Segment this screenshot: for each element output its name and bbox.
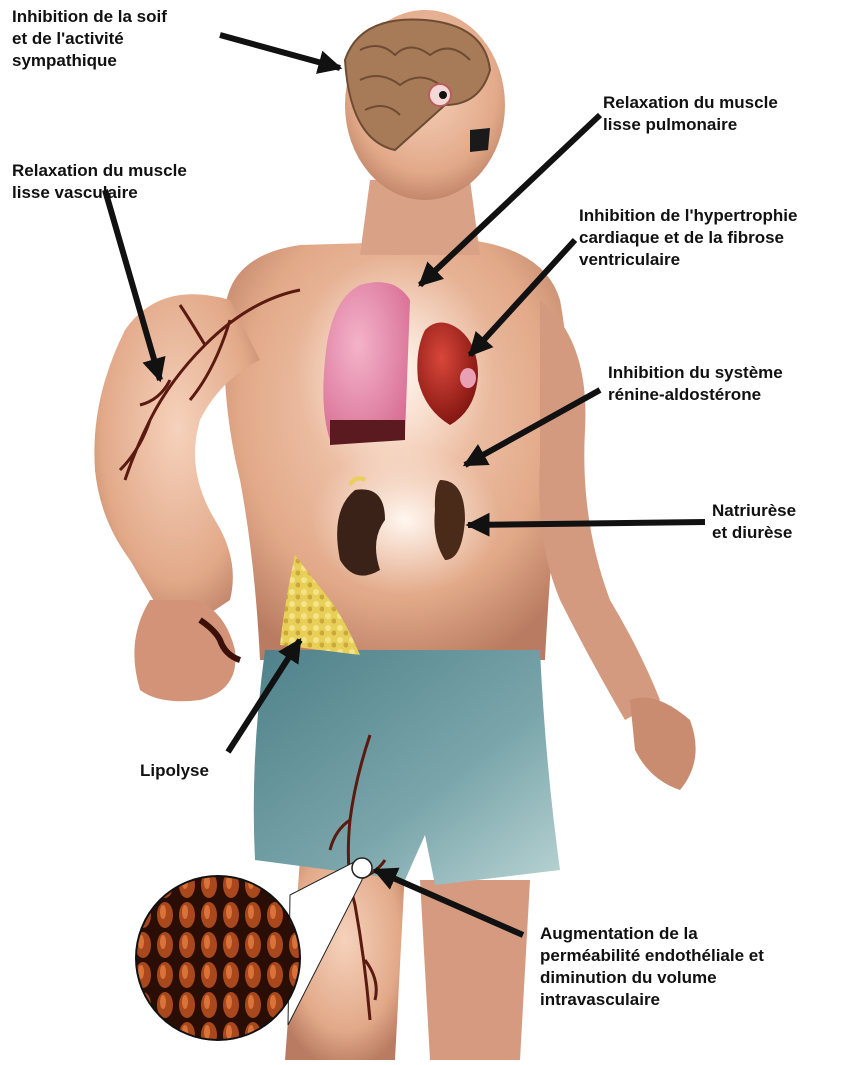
heart-highlight [460, 368, 476, 388]
arrow-natriuresis [468, 522, 705, 525]
label-lipolysis: Lipolyse [140, 760, 209, 782]
label-cardiac: Inhibition de l'hypertrophie cardiaque e… [579, 205, 797, 271]
nose-mouth [470, 128, 490, 152]
left-hand [134, 600, 235, 701]
shorts [254, 650, 560, 885]
label-permeability: Augmentation de la perméabilité endothél… [540, 923, 764, 1011]
label-natriuresis: Natriurèse et diurèse [712, 500, 796, 544]
label-vascular: Relaxation du muscle lisse vasculaire [12, 160, 187, 204]
arrow-brain [220, 35, 340, 68]
right-leg [420, 880, 530, 1060]
left-arm [94, 294, 260, 630]
label-pulmonary: Relaxation du muscle lisse pulmonaire [603, 92, 778, 136]
pupil [439, 91, 447, 99]
label-renin: Inhibition du système rénine-aldostérone [608, 362, 783, 406]
label-brain: Inhibition de la soif et de l'activité s… [12, 6, 167, 72]
right-hand [630, 698, 696, 791]
